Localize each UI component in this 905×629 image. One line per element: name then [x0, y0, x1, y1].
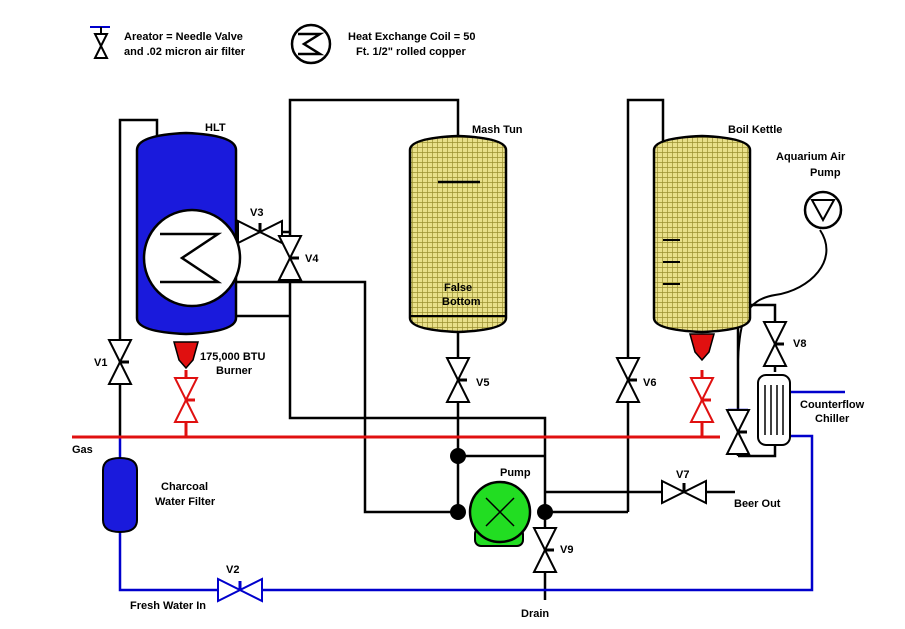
valve-v7: [661, 479, 707, 505]
air-pump-icon: [803, 190, 843, 230]
valve-label-v7: V7: [676, 469, 689, 481]
gas-plumbing: [72, 370, 720, 439]
junction-dots: [450, 448, 553, 520]
legend-coil-line2: Ft. 1/2" rolled copper: [356, 46, 466, 58]
valve-gas-kettle: [689, 377, 715, 423]
air-pump-label-line1: Aquarium Air: [776, 151, 846, 163]
valve-label-v6: V6: [643, 377, 656, 389]
valve-gas-hlt: [173, 377, 199, 423]
legend-aerator-line2: and .02 micron air filter: [124, 46, 246, 58]
false-bottom-line2: Bottom: [442, 296, 481, 308]
valve-v6: [615, 357, 641, 403]
charcoal-filter-icon: [102, 456, 138, 534]
mash-tun-label: Mash Tun: [472, 124, 523, 136]
hlt-vessel: [135, 131, 242, 336]
air-line: [737, 229, 828, 361]
valve-label-v9: V9: [560, 544, 573, 556]
legend-coil-line1: Heat Exchange Coil = 50: [348, 31, 475, 43]
mash-tun-vessel: [408, 134, 508, 334]
air-pump-label-line2: Pump: [810, 167, 841, 179]
fresh-water-label: Fresh Water In: [130, 600, 206, 612]
boil-kettle-label: Boil Kettle: [728, 124, 782, 136]
gas-label: Gas: [72, 444, 93, 456]
pump-label: Pump: [500, 467, 531, 479]
chiller-label-line1: Counterflow: [800, 399, 865, 411]
burner-label-line2: Burner: [216, 365, 253, 377]
valve-label-v3: V3: [250, 207, 263, 219]
hlt-coil-icon: [142, 208, 242, 308]
legend-aerator-line1: Areator = Needle Valve: [124, 31, 243, 43]
legend: Areator = Needle Valve and .02 micron ai…: [90, 23, 475, 65]
legend-coil-icon: [290, 23, 332, 65]
burner-label-line1: 175,000 BTU: [200, 351, 265, 363]
drain-label: Drain: [521, 608, 549, 620]
charcoal-filter-label-line2: Water Filter: [155, 496, 216, 508]
valve-v8: [762, 321, 788, 367]
boil-kettle-vessel: [652, 134, 752, 334]
valve-label-v1: V1: [94, 357, 107, 369]
charcoal-filter-label-line1: Charcoal: [161, 481, 208, 493]
legend-aerator-icon: [90, 26, 110, 59]
chiller-label-line2: Chiller: [815, 413, 850, 425]
valve-label-v2: V2: [226, 564, 239, 576]
valve-label-v5: V5: [476, 377, 489, 389]
valve-v4: [277, 235, 303, 281]
valve-aerator: [725, 409, 751, 455]
valve-v5: [445, 357, 471, 403]
valve-v2: [217, 577, 263, 603]
kettle-burner-icon: [689, 333, 715, 362]
valve-v9: [532, 527, 558, 573]
chiller-icon: [757, 374, 791, 446]
hlt-burner-icon: [173, 341, 199, 370]
valve-v3: [237, 219, 283, 245]
hlt-label: HLT: [205, 122, 226, 134]
beer-out-label: Beer Out: [734, 498, 781, 510]
valve-label-v8: V8: [793, 338, 806, 350]
pump-icon: [468, 480, 532, 547]
valve-label-v4: V4: [305, 253, 319, 265]
false-bottom-line1: False: [444, 282, 472, 294]
valves: [107, 219, 788, 603]
valve-v1: [107, 339, 133, 385]
